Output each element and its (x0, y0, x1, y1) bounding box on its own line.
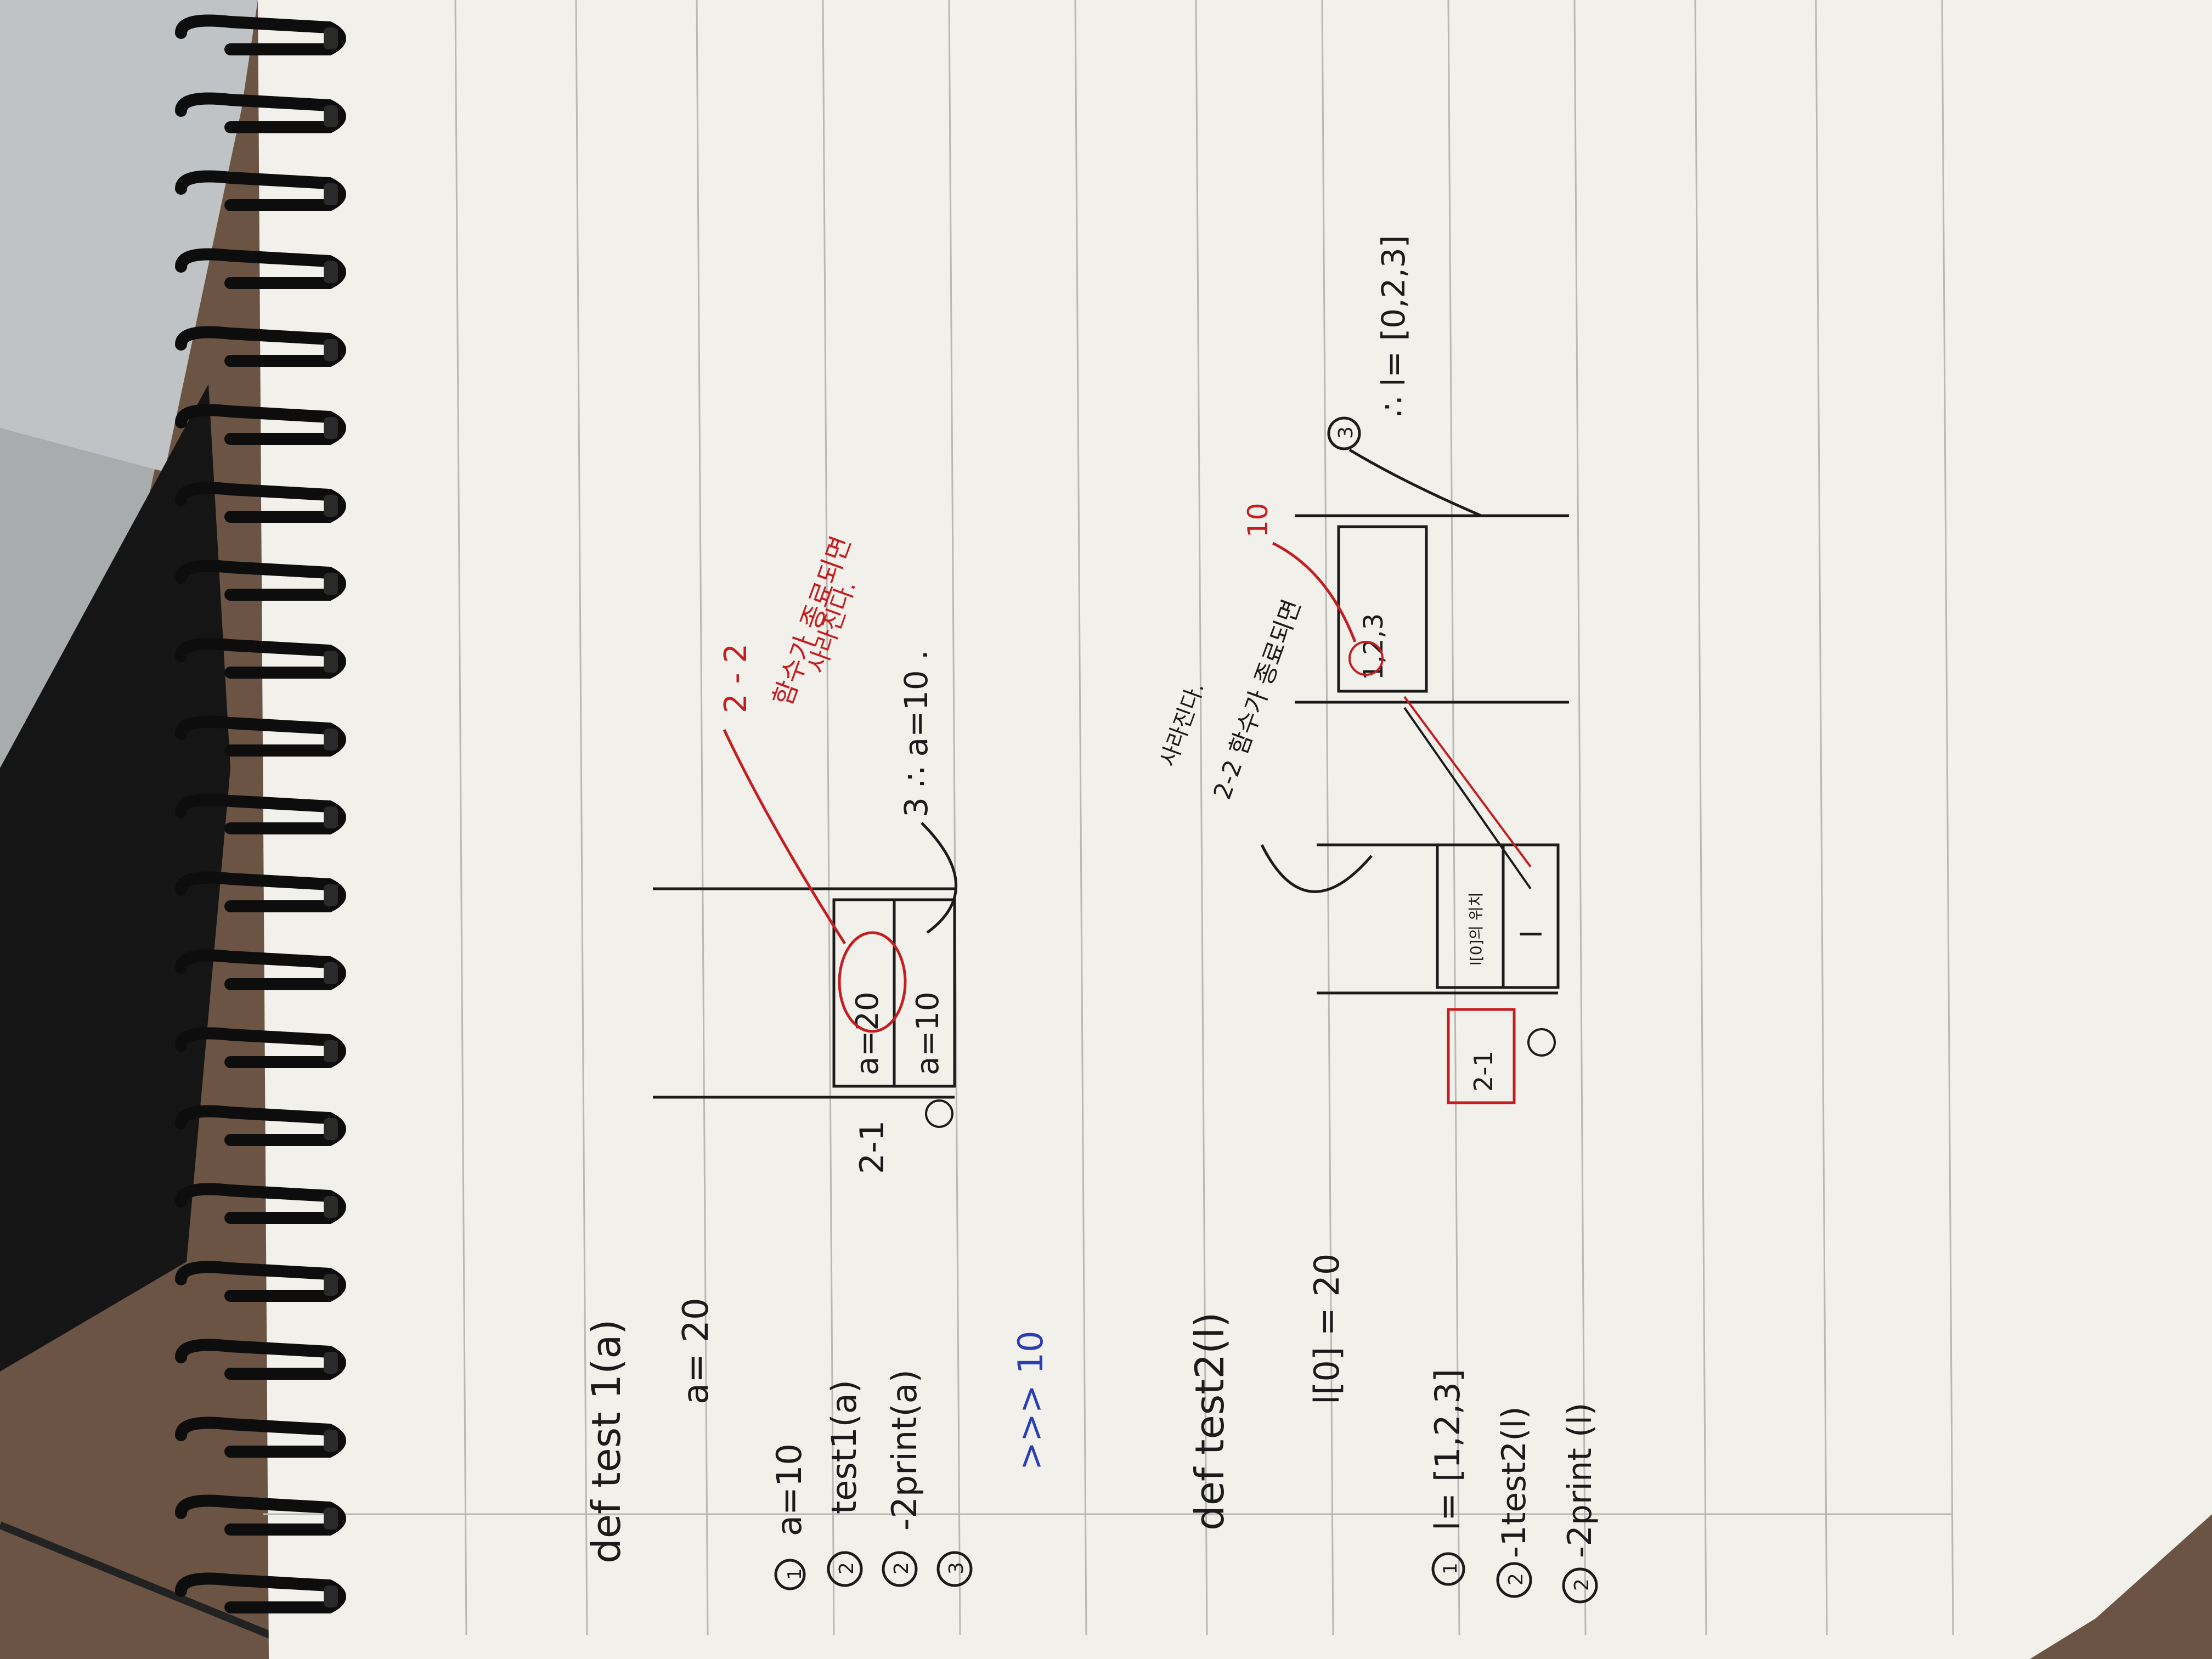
laptop-screen (0, 0, 258, 472)
ex2-black-pointer (1403, 707, 1532, 890)
spiral-coil (175, 871, 346, 912)
spiral-coil (175, 1339, 346, 1380)
ex2-frame-note: l[0]의 위치 (1467, 892, 1485, 966)
ex1-call-3: -2print(a) (884, 1369, 924, 1531)
ruled-line (1195, 0, 1208, 1635)
ex1-marker-2b-num: 2 (890, 1562, 913, 1575)
ex2-def: def test2(l) (1187, 1312, 1233, 1531)
ex2-frame-var: l (1516, 930, 1549, 938)
ex2-marker-1 (1431, 1552, 1465, 1586)
paper-page (258, 0, 2212, 1659)
ex1-black-arrow (921, 822, 958, 934)
ex2-marker-1-num: 1 (1440, 1562, 1462, 1575)
ex1-stack-diagram (653, 887, 956, 1099)
spiral-coil (175, 14, 346, 55)
spiral-coil (175, 326, 346, 367)
ex1-def: def test 1(a) (583, 1319, 629, 1564)
ex2-call-1: l= [1,2,3] (1427, 1369, 1468, 1531)
ex1-frame-marker-1 (925, 1099, 953, 1128)
spiral-coil (175, 949, 346, 990)
ex2-red-box (1447, 1008, 1516, 1104)
spiral-coil (175, 1572, 346, 1613)
ruled-line (454, 0, 467, 1635)
ex1-call-1: a=10 (769, 1443, 809, 1536)
ex2-result-curve (1348, 448, 1482, 517)
spiral-coil (175, 170, 346, 211)
ex1-marker-1-num: 1 (784, 1568, 806, 1580)
ex1-output: >>> 10 (1011, 1331, 1051, 1470)
spiral-binding (175, 14, 346, 1613)
ex2-marker-2-num: 2 (1505, 1573, 1527, 1585)
ex1-frame-upper: a=20 (850, 992, 885, 1076)
ex2-stack-diagram (1317, 843, 1560, 995)
ruled-line (1941, 0, 1954, 1635)
ex2-heap-value: 1,2,3 (1358, 613, 1389, 680)
spiral-coil (175, 1494, 346, 1536)
ex1-red-arrow (723, 729, 847, 945)
spiral-coil (175, 715, 346, 757)
ex2-marker-2b (1562, 1567, 1598, 1604)
ex2-black-curve (1260, 844, 1373, 893)
ex2-heap-new-value: 10 (1242, 503, 1274, 538)
ex1-red-circle (838, 931, 907, 1033)
ex1-marker-3 (936, 1551, 973, 1587)
ruled-line (1321, 0, 1334, 1635)
ex2-marker-3 (1327, 416, 1361, 450)
ex2-call-2: -1test2(l) (1495, 1406, 1533, 1558)
ex2-call-3: -2print (l) (1561, 1403, 1599, 1558)
ex2-marker-2 (1496, 1562, 1532, 1598)
spiral-coil (175, 1261, 346, 1302)
spiral-coil (175, 92, 346, 133)
ex1-conclusion: 3 ∴ a=10 . (898, 650, 935, 818)
ruled-lines (263, 0, 1954, 1635)
ruled-line (1074, 0, 1087, 1635)
ruled-line (1694, 0, 1707, 1635)
spiral-coil (175, 1417, 346, 1458)
ex2-box-label: 2-1 (1469, 1051, 1498, 1092)
ruled-line (1815, 0, 1828, 1635)
ex1-marker-2-num: 2 (836, 1562, 858, 1575)
ex2-body: l[0] = 20 (1307, 1254, 1347, 1404)
spiral-coil (175, 248, 346, 289)
ruled-line (948, 0, 961, 1635)
ex1-marker-2 (827, 1551, 863, 1587)
spiral-coil (175, 637, 346, 679)
ruled-line (696, 0, 709, 1635)
ex2-red-arrow (1272, 541, 1357, 642)
spiral-coil (175, 1105, 346, 1146)
ex2-red-heap-circle (1348, 641, 1384, 676)
ex1-call-2: test1(a) (824, 1380, 864, 1514)
black-fabric (0, 384, 230, 1372)
ex2-conclusion: ∴ l= [0,2,3] (1375, 235, 1412, 417)
spiral-coil (175, 560, 346, 601)
ex1-marker-3-num: 3 (945, 1562, 968, 1575)
ruled-line (1573, 0, 1587, 1635)
ex1-frame-lower: a=10 (910, 992, 946, 1076)
ruled-line (575, 0, 588, 1635)
ex2-marker-2b-num: 2 (1571, 1578, 1593, 1591)
spiral-coil (175, 1027, 346, 1068)
ex1-marker-2-1: 2-1 (853, 1120, 891, 1174)
spiral-coil (175, 793, 346, 834)
ex2-red-pointer (1403, 696, 1532, 868)
ex1-marker-2b (882, 1551, 918, 1587)
ex2-frame-marker-1 (1527, 1028, 1556, 1057)
ruled-line (1447, 0, 1460, 1635)
ruled-line (822, 0, 835, 1635)
spiral-coil (175, 404, 346, 445)
ex1-marker-1 (774, 1559, 806, 1590)
spiral-coil (175, 482, 346, 523)
ex1-body: a= 20 (676, 1297, 716, 1404)
ex1-note-2-2: 2 - 2 (718, 644, 754, 713)
spiral-coil (175, 1183, 346, 1224)
ex2-marker-3-num: 3 (1335, 426, 1357, 439)
